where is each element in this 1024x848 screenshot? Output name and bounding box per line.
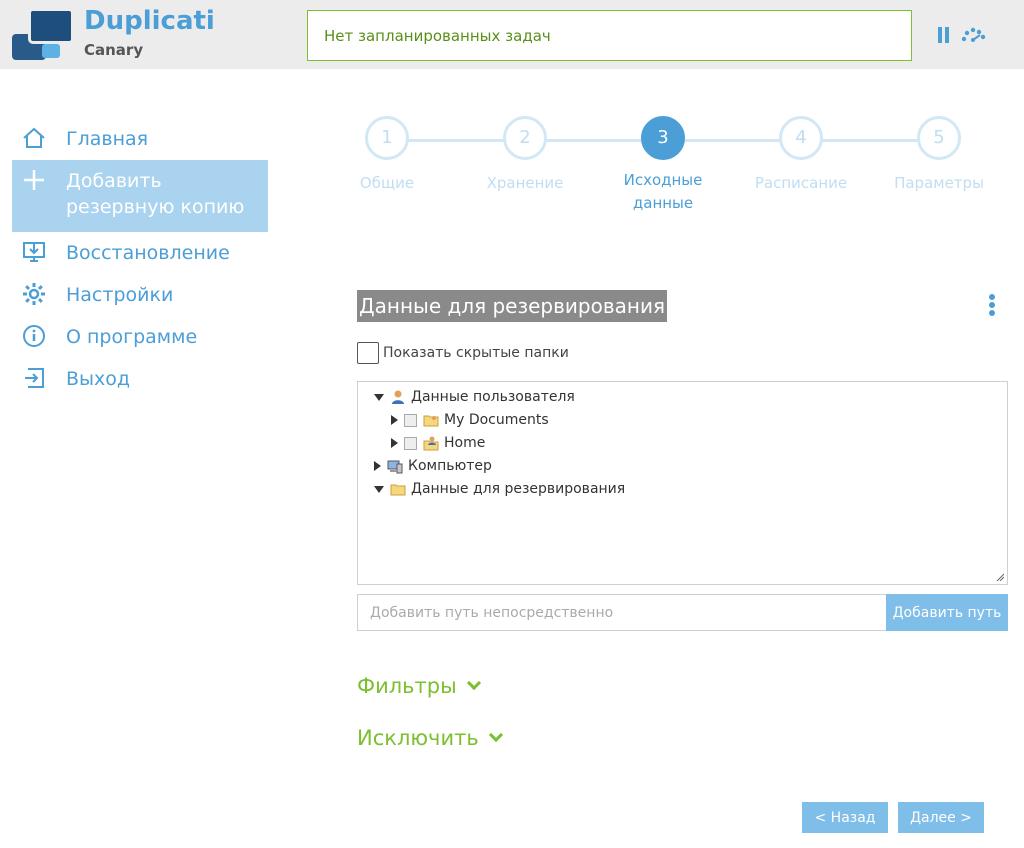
tree-node-label: My Documents [444, 412, 549, 428]
tree-node-my-documents[interactable]: My Documents [391, 410, 549, 430]
step-general[interactable]: 1 Общие [332, 116, 442, 195]
logout-icon [25, 368, 44, 388]
tree-node-label: Данные пользователя [411, 389, 575, 405]
step-number: 1 [365, 116, 409, 160]
chevron-down-icon [488, 727, 503, 743]
user-icon [392, 390, 404, 404]
sidebar-item-label: Главная [66, 128, 149, 150]
show-hidden-label[interactable]: Показать скрытые папки [383, 345, 569, 361]
sidebar-item-restore[interactable]: Восстановление [12, 232, 268, 274]
sidebar-item-home[interactable]: Главная [12, 118, 268, 160]
more-options-icon[interactable] [988, 294, 996, 316]
tree-node-home[interactable]: Home [391, 433, 485, 453]
brand-name: Duplicati [84, 6, 215, 36]
sidebar-item-label: Настройки [66, 284, 174, 306]
collapse-caret-icon[interactable] [391, 415, 398, 425]
step-options[interactable]: 5 Параметры [884, 116, 994, 195]
folder-icon [390, 484, 406, 496]
step-storage[interactable]: 2 Хранение [470, 116, 580, 195]
info-icon [23, 325, 45, 347]
home-icon [23, 127, 45, 148]
tree-node-checkbox[interactable] [404, 436, 417, 450]
plus-icon [24, 170, 44, 190]
sidebar-item-label: Выход [66, 368, 131, 390]
wizard-steps: 1 Общие 2 Хранение 3 Исходные данные 4 Р… [350, 116, 1010, 226]
step-number: 4 [779, 116, 823, 160]
tree-node-computer[interactable]: Компьютер [374, 456, 492, 476]
step-source-data[interactable]: 3 Исходные данные [608, 116, 718, 215]
step-number: 2 [503, 116, 547, 160]
sidebar-item-label: О программе [66, 326, 198, 348]
step-schedule[interactable]: 4 Расписание [746, 116, 856, 195]
section-title: Данные для резервирования [357, 290, 667, 322]
filters-toggle[interactable]: Фильтры [357, 674, 481, 698]
sidebar-nav: Главная Добавить резервную копию Восстан… [12, 118, 268, 400]
show-hidden-row: Показать скрытые папки [357, 342, 569, 364]
collapse-caret-icon[interactable] [374, 461, 381, 471]
collapse-caret-icon[interactable] [391, 438, 398, 448]
add-path-button[interactable]: Добавить путь [886, 594, 1008, 631]
exclude-toggle[interactable]: Исключить [357, 726, 503, 750]
expand-caret-icon[interactable] [374, 393, 384, 401]
pause-icon[interactable] [937, 27, 951, 43]
next-button[interactable]: Далее > [898, 802, 984, 833]
tree-node-label: Компьютер [408, 458, 492, 474]
expand-caret-icon[interactable] [374, 485, 384, 493]
step-label: Общие [359, 174, 415, 192]
tree-node-label: Home [444, 435, 486, 451]
gear-icon [23, 283, 45, 305]
sidebar-item-label: Добавить резервную копию [66, 170, 245, 218]
tree-node-user-data[interactable]: Данные пользователя [374, 387, 575, 407]
user-folder-icon [423, 415, 439, 427]
exclude-label: Исключить [357, 726, 479, 750]
back-button[interactable]: < Назад [802, 802, 888, 833]
step-label: Расписание [754, 174, 848, 192]
computer-icon [387, 460, 403, 474]
status-box: Нет запланированных задач [307, 10, 912, 61]
throttle-icon[interactable] [960, 26, 988, 44]
edition-label: Canary [84, 41, 144, 59]
source-tree[interactable]: Данные пользователя My Documents Home Ко… [357, 381, 1008, 585]
sidebar-item-add-backup[interactable]: Добавить резервную копию [12, 160, 268, 232]
filters-label: Фильтры [357, 674, 457, 698]
chevron-down-icon [466, 675, 481, 691]
show-hidden-checkbox[interactable] [357, 342, 379, 364]
step-number: 3 [641, 116, 685, 160]
step-label: Параметры [894, 174, 984, 192]
restore-icon [23, 242, 45, 262]
sidebar-item-label: Восстановление [66, 242, 230, 264]
add-path-input[interactable] [357, 594, 887, 631]
step-label: Хранение [486, 174, 564, 192]
duplicati-logo[interactable] [12, 8, 76, 60]
sidebar-item-about[interactable]: О программе [12, 316, 268, 358]
tree-node-backup-data[interactable]: Данные для резервирования [374, 479, 625, 499]
resize-handle-icon[interactable] [996, 573, 1004, 581]
app-header: Duplicati Canary Нет запланированных зад… [0, 0, 1024, 69]
home-folder-icon [423, 436, 439, 451]
step-number: 5 [917, 116, 961, 160]
step-label: Исходные данные [623, 171, 703, 212]
tree-node-checkbox[interactable] [404, 413, 417, 427]
sidebar-item-settings[interactable]: Настройки [12, 274, 268, 316]
sidebar-item-logout[interactable]: Выход [12, 358, 268, 400]
tree-node-label: Данные для резервирования [411, 481, 626, 497]
